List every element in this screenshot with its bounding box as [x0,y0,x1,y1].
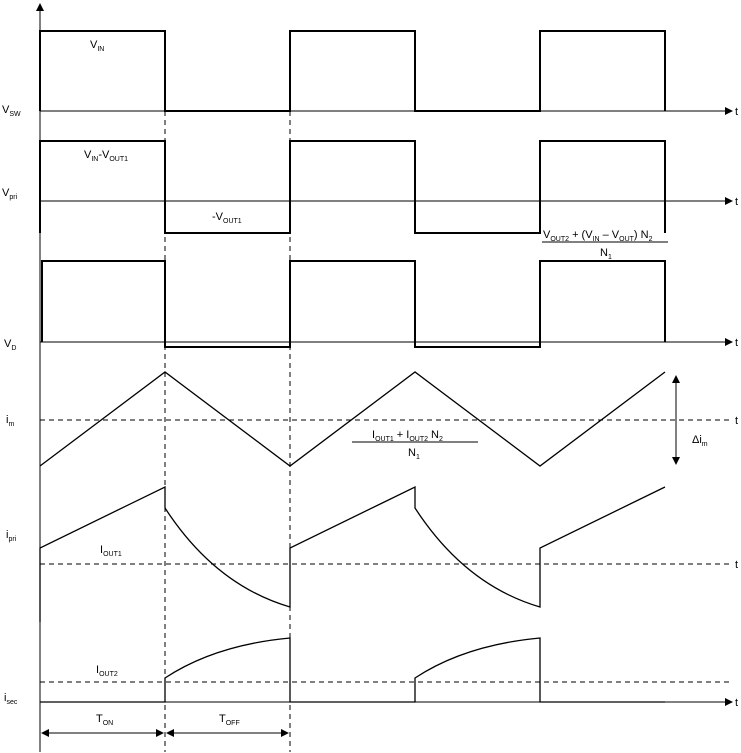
vpri-row: t Vpri VIN-VOUT1 -VOUT1 [2,140,738,234]
im-waveform [39,371,666,467]
isec-row: t isec IOUT2 [4,637,738,709]
vsw-waveform [39,30,666,112]
toff-label: TOFF [219,713,240,727]
vpri-t-label: t [735,196,738,208]
im-row: t im Δim [6,371,738,467]
timing-annotations: TON TOFF [41,713,289,737]
isec-t-label: t [735,697,738,709]
vin-minus-vout1-label: VIN-VOUT1 [84,149,128,163]
delta-im-label: Δim [692,434,708,448]
im-t-label: t [735,415,738,427]
vd-row: t VD [4,260,738,352]
vd-waveform [41,260,666,348]
neg-vout1-label: -VOUT1 [212,211,242,225]
im-formula-numerator: IOUT1 + IOUT2 N2 [372,429,443,443]
vd-t-label: t [735,337,738,349]
ipri-label: ipri [6,529,17,543]
vd-label: VD [4,338,16,352]
vsw-label: VSW [2,104,21,118]
vd-formula-numerator: VOUT2 + (VIN – VOUT) N2 [543,229,653,243]
vin-label: VIN [90,39,104,53]
isec-waveform [40,637,665,703]
isec-label: isec [4,692,18,706]
im-formula-denominator: N1 [408,447,420,461]
iout1-label: IOUT1 [100,544,122,558]
vd-formula: VOUT2 + (VIN – VOUT) N2 N1 [542,229,668,261]
iout2-label: IOUT2 [96,664,118,678]
ton-label: TON [96,713,113,727]
vsw-t-label: t [735,106,738,118]
im-label: im [6,414,14,428]
vsw-row: t VSW VIN [2,30,738,118]
ipri-t-label: t [735,559,738,571]
ipri-row: t ipri IOUT1 [6,485,738,622]
ipri-waveform [39,485,666,622]
vpri-waveform [39,140,666,234]
vd-formula-denominator: N1 [600,247,612,261]
im-formula: IOUT1 + IOUT2 N2 N1 [352,429,478,461]
vpri-label: Vpri [2,187,18,201]
